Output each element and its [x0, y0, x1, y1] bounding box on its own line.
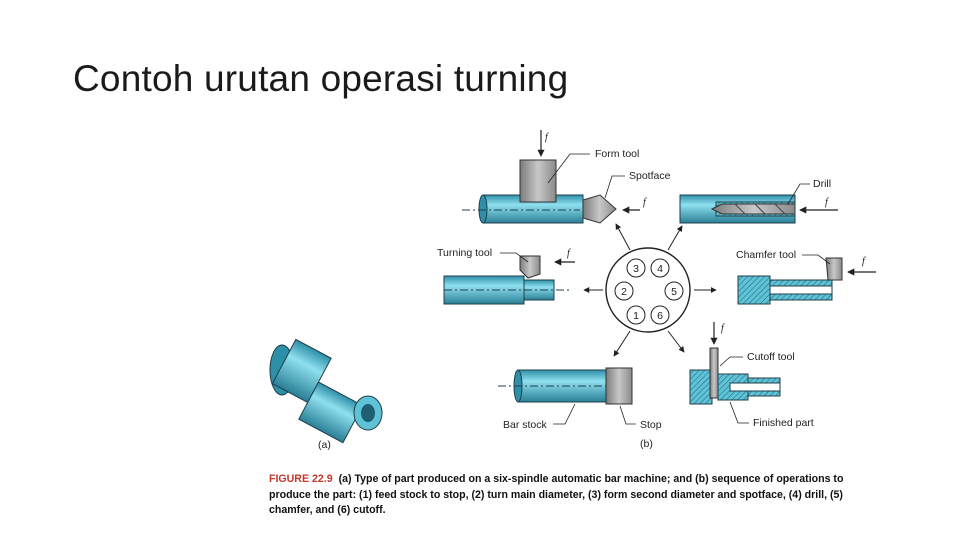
feed-label-chamfer: f	[862, 256, 866, 267]
spindle-6-label: 6	[657, 310, 663, 322]
spindle-5-circle	[664, 281, 684, 301]
spindle-3-label: 3	[633, 263, 639, 275]
spindle-6-circle	[650, 305, 670, 325]
spindle-4-label: 4	[657, 263, 663, 275]
figure-caption: FIGURE 22.9(a) Type of part produced on …	[269, 472, 879, 519]
op-form-spotface	[462, 159, 617, 224]
form-tool-label: Form tool	[595, 148, 639, 160]
cutoff-tool-label: Cutoff tool	[747, 351, 795, 363]
op-drill	[679, 194, 796, 224]
part-3d-illustration	[269, 338, 383, 444]
slide-title: Contoh urutan operasi turning	[73, 58, 569, 99]
spindle-1-circle	[626, 305, 646, 325]
feed-label-drill: f	[825, 197, 829, 208]
op-chamfer	[737, 257, 843, 305]
figure-number: FIGURE 22.9	[269, 473, 333, 485]
stop-label: Stop	[640, 419, 662, 431]
feed-label-turning: f	[567, 248, 571, 259]
spindle-4-circle	[650, 258, 670, 278]
part-b-label: (b)	[640, 438, 653, 450]
spindle-5-label: 5	[671, 286, 677, 298]
feed-label-spotface: f	[643, 197, 647, 208]
drill-label: Drill	[813, 178, 831, 190]
bar-stock-label: Bar stock	[503, 419, 548, 431]
op-cutoff	[689, 347, 781, 405]
spindle-2-label: 2	[621, 286, 627, 298]
feed-label-form: f	[545, 132, 549, 143]
figure-caption-text: (a) Type of part produced on a six-spind…	[269, 473, 844, 516]
chamfer-tool-label: Chamfer tool	[736, 249, 796, 261]
spindle-3-circle	[626, 258, 646, 278]
feed-label-cutoff: f	[721, 323, 725, 334]
turning-tool-label: Turning tool	[437, 247, 492, 259]
finished-part-label: Finished part	[753, 417, 814, 429]
op-bar-stock	[498, 367, 633, 405]
spindle-1-label: 1	[633, 310, 639, 322]
op-turning	[443, 255, 570, 305]
spindle-2-circle	[614, 281, 634, 301]
part-a-label: (a)	[318, 439, 331, 451]
spotface-label: Spotface	[629, 170, 671, 182]
